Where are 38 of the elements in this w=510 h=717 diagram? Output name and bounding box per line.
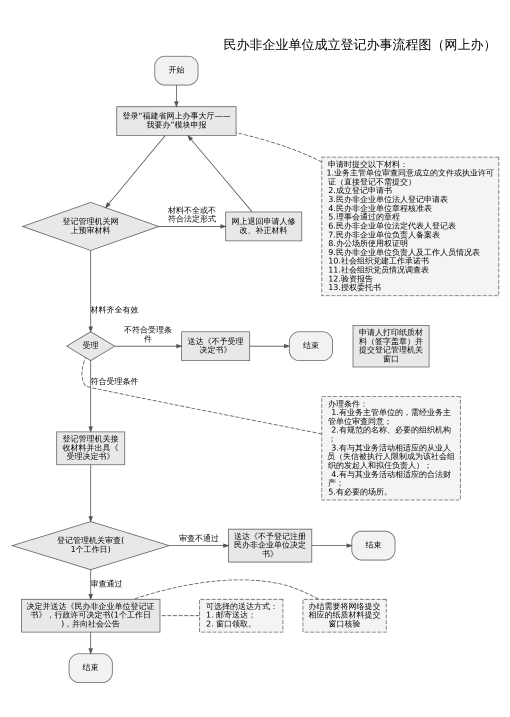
arrow bbox=[168, 542, 230, 548]
node-box: 开始 bbox=[154, 55, 198, 85]
node-diamond: 登记管理机关审查(1个工作日) bbox=[10, 520, 170, 570]
node-box: 办结需要将网络提交相应的纸质材料提交窗口核验 bbox=[302, 598, 386, 632]
arrow bbox=[88, 360, 92, 432]
arrow bbox=[186, 134, 252, 212]
node-box: 结束 bbox=[288, 330, 332, 360]
connector bbox=[132, 578, 318, 600]
arrow bbox=[249, 343, 290, 348]
connector bbox=[235, 132, 322, 162]
node-box: 登记管理机关接收材料并出具《受理决定书》 bbox=[56, 431, 125, 465]
node-box: 办理条件： 1.有业务主管单位的，需经业务主管单位审查同意； 2.有规范的名称、必要的组织机构； 3.有与其业务活动相适应的从业人员（失信被执行人限制成为该社会组织的发起人和拟任负责人）； 4.有与其业务活动相适应的合法财产； 5.有必要的场所。 bbox=[320, 396, 460, 500]
connector bbox=[81, 356, 322, 434]
arrow bbox=[114, 343, 182, 348]
node-box: 决定并送达《民办非企业单位登记证书》，行政许可决定书(1个工作日)，并向社会公告 bbox=[20, 598, 160, 632]
node-box: 登录“福建省网上办事大厅——我要办”模块申报 bbox=[116, 106, 236, 136]
node-box: 申请时提交以下材料： 1.业务主管单位审查同意成立的文件或执业许可证（直接登记不需提交） 2.成立登记申请书 3.民办非企业单位法人登记申请表 4.民办非企业单位章程核准表 5.理事会通过的章程 6.民办非企业单位法定代表人登记表 7.民办非企业单位负责人备案表 8.办公场所使用权证明 9.民办非企业单位负责人及工作人员情况表 10.社会组织党建工作承诺书 11.社会组织党员情况调查表 12.验资报告 13.授权委托书 bbox=[320, 156, 499, 296]
diagram-title: 民办非企业单位成立登记办事流程图（网上办） bbox=[222, 37, 496, 52]
node-box: 网上退回申请人修改、补正材料 bbox=[224, 211, 302, 241]
node-box: 可选择的送达方式： 1. 邮寄送达； 2. 窗口领取。 bbox=[198, 598, 283, 632]
arrow bbox=[88, 631, 92, 654]
node-box: 结束 bbox=[350, 530, 395, 560]
arrow bbox=[88, 464, 92, 522]
arrow bbox=[88, 569, 92, 600]
edge-label: 材料不全或不符合法定形式 bbox=[168, 205, 216, 224]
arrow bbox=[311, 542, 353, 548]
node-diamond: 受理 bbox=[65, 330, 115, 361]
edge-label: 不符合受理条件 bbox=[124, 325, 172, 343]
node-box: 送达《不予受理决定书》 bbox=[180, 330, 250, 360]
node-box: 结束 bbox=[68, 652, 112, 682]
node-box: 申请人打印纸质材料（签字盖章）并提交登记管理机关窗口 bbox=[352, 324, 429, 367]
node-box: 送达《不予登记注册民办非企业单位决定书》 bbox=[228, 528, 312, 562]
connector bbox=[159, 614, 200, 616]
arrow bbox=[88, 250, 92, 332]
arrow bbox=[174, 84, 178, 108]
arrow bbox=[158, 224, 226, 228]
arrow bbox=[104, 134, 165, 208]
edge-label: 审查不通过 bbox=[178, 533, 218, 542]
